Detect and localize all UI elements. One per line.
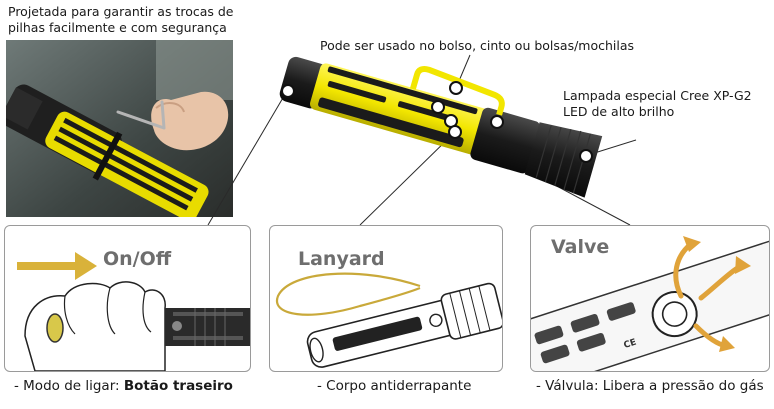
- panel-lanyard-title: Lanyard: [298, 248, 385, 270]
- caption-onoff-bold: Botão traseiro: [123, 378, 233, 394]
- panel-valve: CE Valve: [530, 225, 770, 372]
- callout-led-text-1: Lampada especial Cree XP-G2: [563, 88, 752, 103]
- callout-pocket-text: Pode ser usado no bolso, cinto ou bolsas…: [320, 38, 635, 53]
- onoff-illustration: [17, 252, 250, 371]
- callout-led-text-2: LED de alto brilho: [563, 104, 675, 119]
- caption-onoff: - Modo de ligar: Botão traseiro: [14, 377, 233, 395]
- panel-onoff-title: On/Off: [103, 248, 172, 270]
- panel-valve-title: Valve: [551, 236, 610, 258]
- arrow-right-icon: [17, 252, 97, 280]
- caption-lanyard: - Corpo antiderrapante: [317, 378, 472, 394]
- caption-onoff-prefix: - Modo de ligar:: [14, 378, 124, 394]
- svg-text:CE: CE: [623, 338, 638, 351]
- lanyard-illustration: [275, 272, 502, 368]
- panel-lanyard: Lanyard: [269, 225, 503, 372]
- panel-onoff: On/Off: [4, 225, 251, 372]
- battery-change-photo: [6, 40, 233, 217]
- valve-illustration: CE: [531, 233, 769, 371]
- caption-valve: - Válvula: Libera a pressão do gás: [536, 378, 764, 394]
- callout-battery-text: Projetada para garantir as trocas de pil…: [8, 4, 234, 35]
